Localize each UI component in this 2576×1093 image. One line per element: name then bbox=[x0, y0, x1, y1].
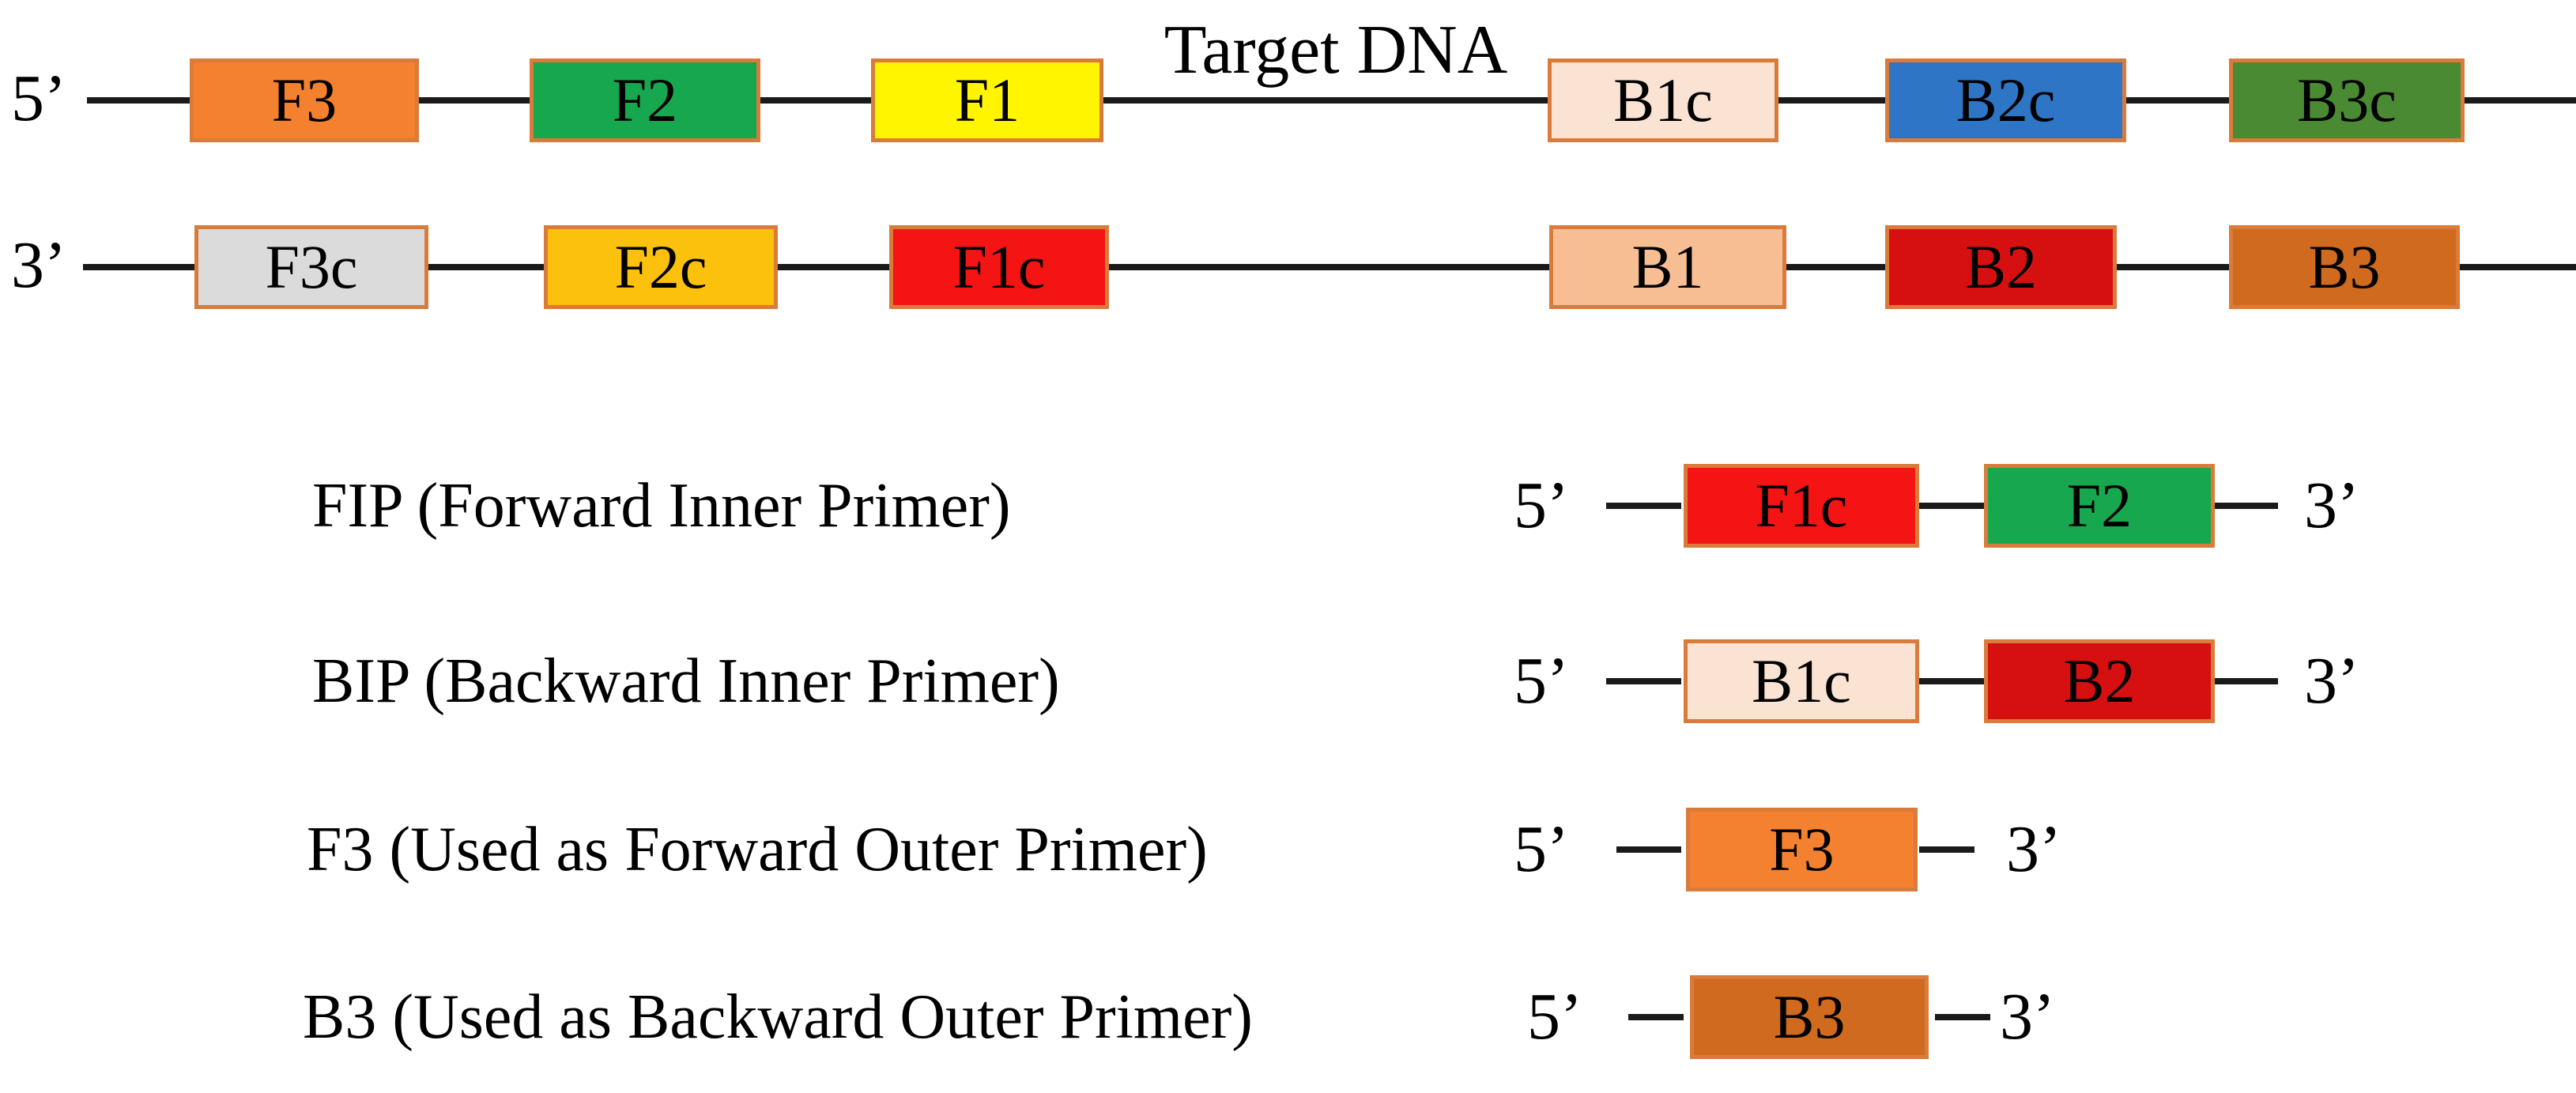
primer-label-fip: FIP (Forward Inner Primer) bbox=[312, 471, 1011, 541]
f3-three-prime-label: 3’ bbox=[2006, 812, 2061, 886]
b3-five-prime-label: 5’ bbox=[1527, 980, 1582, 1053]
segment-b2: B2 bbox=[1885, 225, 2117, 309]
segment-f1: F1 bbox=[871, 58, 1103, 142]
b3-dash-1 bbox=[1628, 1014, 1684, 1020]
fip-dash-3 bbox=[2215, 503, 2278, 509]
b3-dash-2 bbox=[1935, 1014, 1990, 1020]
b3-three-prime-label: 3’ bbox=[2000, 980, 2055, 1053]
top-strand-line bbox=[87, 97, 2576, 104]
fip-segment-f2: F2 bbox=[1984, 464, 2215, 548]
segment-b1c: B1c bbox=[1548, 58, 1778, 142]
bottom-strand-three-prime-label: 3’ bbox=[11, 228, 66, 302]
primer-label-f3: F3 (Used as Forward Outer Primer) bbox=[307, 815, 1208, 884]
segment-b3: B3 bbox=[2229, 225, 2460, 309]
f3-dash-1 bbox=[1616, 846, 1681, 853]
f3-dash-2 bbox=[1919, 846, 1974, 853]
bip-dash-2 bbox=[1919, 678, 1984, 684]
bottom-strand-line bbox=[83, 264, 2576, 270]
top-strand-five-prime-label: 5’ bbox=[11, 62, 66, 135]
bip-dash-3 bbox=[2215, 678, 2278, 684]
target-dna-label: Target DNA bbox=[1164, 12, 1508, 89]
segment-b2c: B2c bbox=[1885, 58, 2126, 142]
segment-f3c: F3c bbox=[194, 225, 428, 309]
bip-five-prime-label: 5’ bbox=[1514, 644, 1569, 718]
segment-b3c: B3c bbox=[2229, 58, 2465, 142]
fip-three-prime-label: 3’ bbox=[2304, 469, 2359, 542]
segment-f3: F3 bbox=[190, 58, 419, 142]
segment-f2c: F2c bbox=[544, 225, 778, 309]
fip-dash-2 bbox=[1919, 503, 1984, 509]
fip-segment-f1c: F1c bbox=[1684, 464, 1919, 548]
primer-label-b3: B3 (Used as Backward Outer Primer) bbox=[303, 982, 1253, 1052]
bip-three-prime-label: 3’ bbox=[2304, 644, 2359, 718]
bip-segment-b2: B2 bbox=[1984, 639, 2215, 723]
fip-dash-1 bbox=[1606, 503, 1681, 509]
f3-segment-f3: F3 bbox=[1686, 808, 1918, 891]
segment-f1c: F1c bbox=[889, 225, 1109, 309]
bip-dash-1 bbox=[1606, 678, 1681, 684]
fip-five-prime-label: 5’ bbox=[1514, 469, 1569, 542]
bip-segment-b1c: B1c bbox=[1684, 639, 1919, 723]
primer-label-bip: BIP (Backward Inner Primer) bbox=[312, 646, 1060, 716]
segment-b1: B1 bbox=[1549, 225, 1786, 309]
segment-f2: F2 bbox=[530, 58, 760, 142]
f3-five-prime-label: 5’ bbox=[1514, 812, 1569, 886]
b3-segment-b3: B3 bbox=[1690, 975, 1929, 1059]
